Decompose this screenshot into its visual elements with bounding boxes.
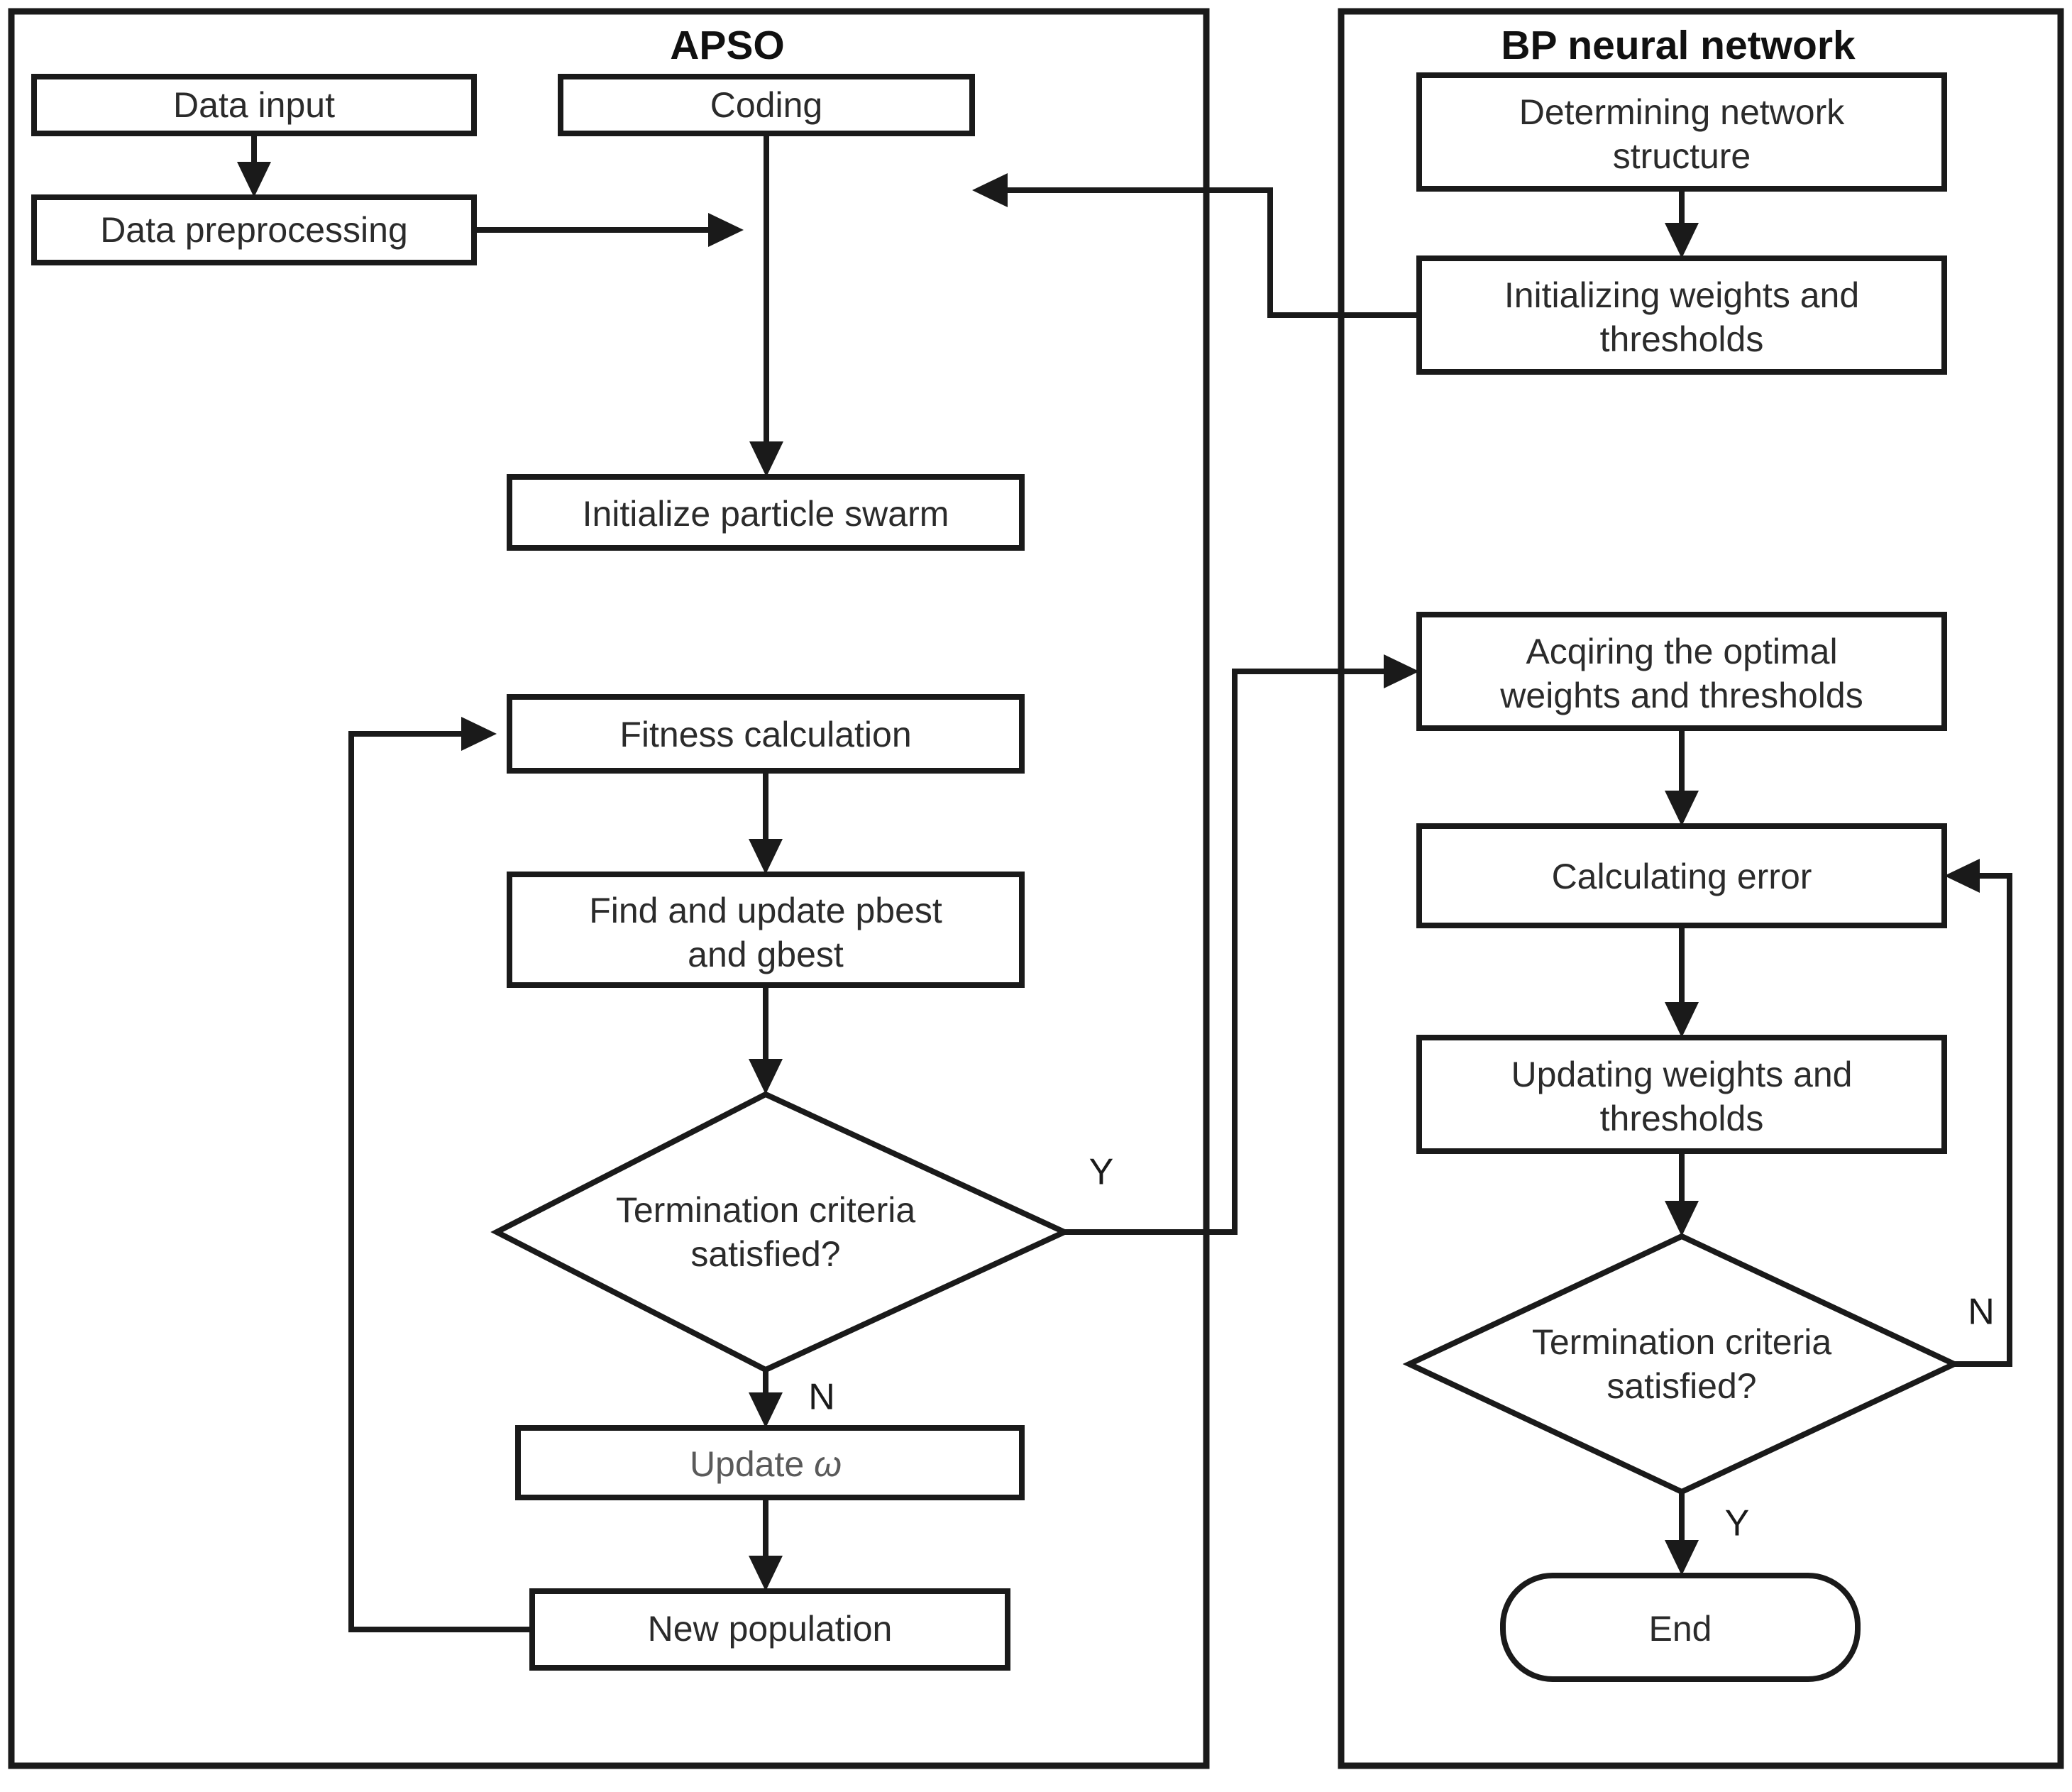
node-determining-network-label-line1: Determining network — [1519, 92, 1846, 132]
edge-new-population-loop-to-fitness — [348, 731, 532, 1632]
arrowhead-to-coding — [972, 173, 1008, 207]
node-calculating-error-label: Calculating error — [1552, 857, 1812, 896]
arrowhead-loop-to-fitness — [461, 717, 497, 751]
arrowhead-to-updating-weights — [1665, 1002, 1699, 1038]
node-data-input-label: Data input — [173, 85, 335, 125]
node-initialize-particle-swarm — [507, 474, 1025, 551]
node-bp-decision-label-line2: satisfied? — [1607, 1366, 1756, 1406]
panel-title-apso: APSO — [670, 23, 785, 68]
node-find-update-pbest-gbest-label-line2: and gbest — [688, 935, 844, 974]
node-bp-decision-label-line1: Termination criteria — [1532, 1322, 1832, 1362]
node-determining-network-label-line2: structure — [1613, 136, 1751, 176]
node-updating-weights-label-line1: Updating weights and — [1511, 1055, 1853, 1094]
arrowhead-to-pbest — [749, 839, 783, 874]
node-updating-weights-thresholds — [1416, 1035, 1947, 1154]
node-acquiring-optimal-weights — [1416, 612, 1947, 731]
node-update-omega — [515, 1425, 1025, 1500]
edge-bp-no-loop-to-calculating-error — [1954, 873, 2012, 1367]
arrowhead-apso-yes-to-acquiring — [1384, 654, 1419, 688]
arrowhead-to-bp-decision — [1665, 1201, 1699, 1236]
node-acquiring-optimal-label-line1: Acqiring the optimal — [1526, 632, 1837, 671]
arrowhead-to-new-population — [749, 1556, 783, 1591]
arrowhead-to-update-omega — [749, 1392, 783, 1428]
branch-label-apso-yes: Y — [1089, 1152, 1114, 1193]
arrowhead-to-initializing-weights — [1665, 223, 1699, 258]
node-updating-weights-label-line2: thresholds — [1600, 1099, 1764, 1138]
node-update-omega-label: Update ω — [690, 1444, 842, 1484]
node-determining-network-structure — [1416, 72, 1947, 192]
node-fitness-calculation — [507, 694, 1025, 774]
node-update-omega-symbol: ω — [814, 1444, 842, 1484]
node-calculating-error — [1416, 823, 1947, 928]
node-data-preprocessing — [31, 194, 477, 265]
arrowhead-preprocessing-join — [708, 213, 744, 247]
node-apso-decision-label-line2: satisfied? — [690, 1234, 840, 1274]
node-data-preprocessing-label: Data preprocessing — [100, 210, 408, 250]
node-find-update-pbest-gbest-label-line1: Find and update pbest — [589, 891, 942, 930]
node-new-population-label: New population — [648, 1609, 893, 1649]
arrowhead-to-data-preprocessing — [237, 162, 271, 197]
node-update-omega-prefix: Update — [690, 1444, 814, 1484]
node-initialize-particle-swarm-label: Initialize particle swarm — [583, 494, 949, 534]
panel-title-bp: BP neural network — [1501, 23, 1856, 68]
node-fitness-calculation-label: Fitness calculation — [619, 715, 911, 754]
node-coding — [558, 74, 975, 136]
node-acquiring-optimal-label-line2: weights and thresholds — [1499, 676, 1863, 715]
node-end-label: End — [1649, 1609, 1712, 1649]
arrowhead-to-calculating-error — [1665, 791, 1699, 826]
arrowhead-to-apso-decision — [749, 1059, 783, 1094]
edge-initializing-to-coding — [1002, 187, 1419, 318]
branch-label-bp-yes: Y — [1725, 1503, 1750, 1544]
node-apso-decision-label-line1: Termination criteria — [616, 1190, 916, 1230]
node-find-update-pbest-gbest — [507, 872, 1025, 988]
node-initializing-weights-thresholds — [1416, 255, 1947, 375]
arrowhead-bp-no-to-calculating-error — [1944, 859, 1980, 893]
arrowhead-to-end — [1665, 1540, 1699, 1576]
arrowhead-to-initialize-swarm — [749, 441, 783, 477]
branch-label-bp-no: N — [1968, 1292, 1995, 1333]
node-coding-label: Coding — [710, 85, 822, 125]
node-end — [1500, 1573, 1861, 1682]
edge-apso-yes-to-acquiring — [1064, 669, 1391, 1235]
node-initializing-weights-label-line2: thresholds — [1600, 319, 1764, 359]
node-initializing-weights-label-line1: Initializing weights and — [1504, 275, 1859, 315]
branch-label-apso-no: N — [808, 1377, 835, 1418]
